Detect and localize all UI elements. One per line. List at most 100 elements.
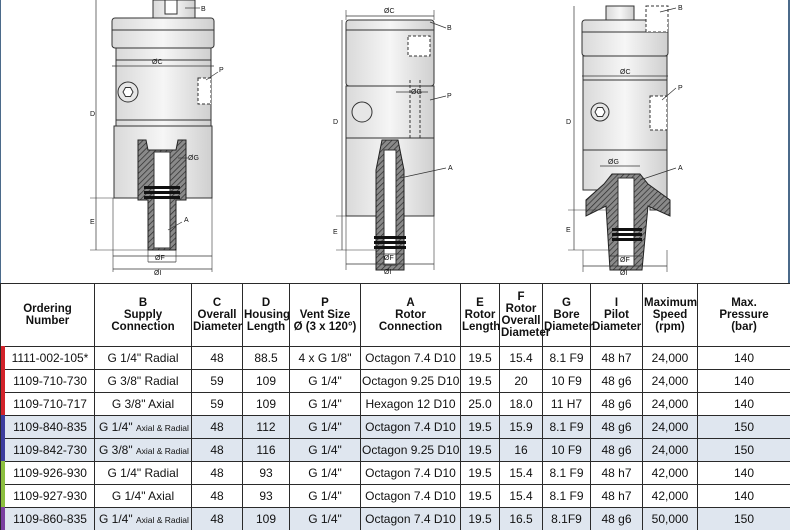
a-cell: Octagon 7.4 D10 (360, 484, 461, 508)
supply-connection: G 1/4" Radial (107, 466, 179, 480)
supply-connection: G 1/4" Axial (111, 489, 175, 503)
supply-connection-note: Axial & Radial (135, 423, 189, 433)
p-cell: 4 x G 1/8" (289, 346, 361, 370)
speed-cell: 24,000 (642, 438, 698, 462)
c-cell: 48 (191, 484, 243, 508)
d-cell: 109 (242, 507, 290, 530)
a-cell: Octagon 7.4 D10 (360, 461, 461, 485)
label-i: ØI (154, 270, 161, 277)
ordering-number: 1109-710-730 (13, 374, 87, 388)
speed-cell: 50,000 (642, 507, 698, 530)
f-cell: 16.5 (499, 507, 543, 530)
c-cell: 48 (191, 346, 243, 370)
speed-cell: 42,000 (642, 484, 698, 508)
ordering-number-cell: 1109-710-730 (0, 369, 95, 393)
label-d: D (333, 119, 338, 126)
drawing-left-labels: B ØC P D ØG E A ØF ØI (90, 6, 224, 277)
series-color-bar (1, 415, 5, 439)
drawing-middle-labels: ØC B ØG P D A E ØF ØI (333, 8, 453, 276)
p-cell: G 1/4" (289, 369, 361, 393)
series-color-bar (1, 461, 5, 485)
ordering-number: 1109-710-717 (13, 397, 87, 411)
label-p: P (447, 93, 452, 100)
i-cell: 48 g6 (590, 415, 643, 439)
d-cell: 109 (242, 392, 290, 416)
i-cell: 48 g6 (590, 369, 643, 393)
speed-cell: 24,000 (642, 369, 698, 393)
e-cell: 25.0 (460, 392, 500, 416)
ordering-number-cell: 1109-926-930 (0, 461, 95, 485)
series-color-bar (1, 484, 5, 508)
p-cell: G 1/4" (289, 507, 361, 530)
label-e: E (566, 227, 571, 234)
c-cell: 59 (191, 392, 243, 416)
column-header: Maximum Speed (rpm) (642, 283, 698, 347)
supply-connection: G 1/4" Radial (107, 351, 179, 365)
supply-connection-cell: G 1/4" Axial (94, 484, 192, 508)
pressure-cell: 140 (697, 484, 790, 508)
label-i: ØI (620, 270, 627, 277)
ordering-number: 1109-927-930 (13, 489, 87, 503)
g-cell: 8.1 F9 (542, 461, 591, 485)
series-color-bar (1, 438, 5, 462)
pressure-cell: 140 (697, 369, 790, 393)
pressure-cell: 150 (697, 507, 790, 530)
column-header: D Housing Length (242, 283, 290, 347)
drawing-middle (336, 10, 447, 271)
f-cell: 18.0 (499, 392, 543, 416)
label-b: B (447, 25, 452, 32)
d-cell: 93 (242, 461, 290, 485)
series-color-bar (1, 346, 5, 370)
a-cell: Octagon 7.4 D10 (360, 415, 461, 439)
label-e: E (90, 219, 95, 226)
drawing-right (568, 5, 677, 272)
f-cell: 15.4 (499, 346, 543, 370)
ordering-number: 1109-842-730 (13, 443, 87, 457)
ordering-number-cell: 1109-842-730 (0, 438, 95, 462)
label-a: A (678, 165, 683, 172)
column-header: B Supply Connection (94, 283, 192, 347)
column-header: F Rotor Overall Diameter (499, 283, 550, 347)
g-cell: 10 F9 (542, 369, 591, 393)
d-cell: 116 (242, 438, 290, 462)
pressure-cell: 140 (697, 392, 790, 416)
label-p: P (678, 85, 683, 92)
supply-connection-cell: G 3/8" Axial (94, 392, 192, 416)
supply-connection: G 1/4" (99, 420, 133, 434)
e-cell: 19.5 (460, 369, 500, 393)
label-b: B (678, 5, 683, 12)
column-header: C Overall Diameter (191, 283, 243, 347)
drawing-left (90, 0, 219, 272)
f-cell: 15.9 (499, 415, 543, 439)
f-cell: 15.4 (499, 461, 543, 485)
supply-connection-cell: G 1/4" Radial (94, 461, 192, 485)
column-header: I Pilot Diameter (590, 283, 643, 347)
ordering-number-cell: 1111-002-105* (0, 346, 95, 370)
speed-cell: 24,000 (642, 392, 698, 416)
column-header: Max. Pressure (bar) (697, 283, 790, 347)
ordering-number: 1111-002-105* (11, 351, 89, 365)
label-c: ØC (384, 8, 395, 15)
g-cell: 8.1 F9 (542, 415, 591, 439)
g-cell: 10 F9 (542, 438, 591, 462)
label-c: ØC (620, 69, 631, 76)
d-cell: 112 (242, 415, 290, 439)
ordering-number-cell: 1109-860-835 (0, 507, 95, 530)
c-cell: 48 (191, 438, 243, 462)
e-cell: 19.5 (460, 461, 500, 485)
a-cell: Octagon 7.4 D10 (360, 507, 461, 530)
supply-connection-note: Axial & Radial (135, 515, 189, 525)
e-cell: 19.5 (460, 415, 500, 439)
a-cell: Hexagon 12 D10 (360, 392, 461, 416)
drawing-right-labels: B ØC P D ØG A E ØF ØI (566, 5, 683, 277)
i-cell: 48 h7 (590, 484, 643, 508)
series-color-bar (1, 507, 5, 530)
